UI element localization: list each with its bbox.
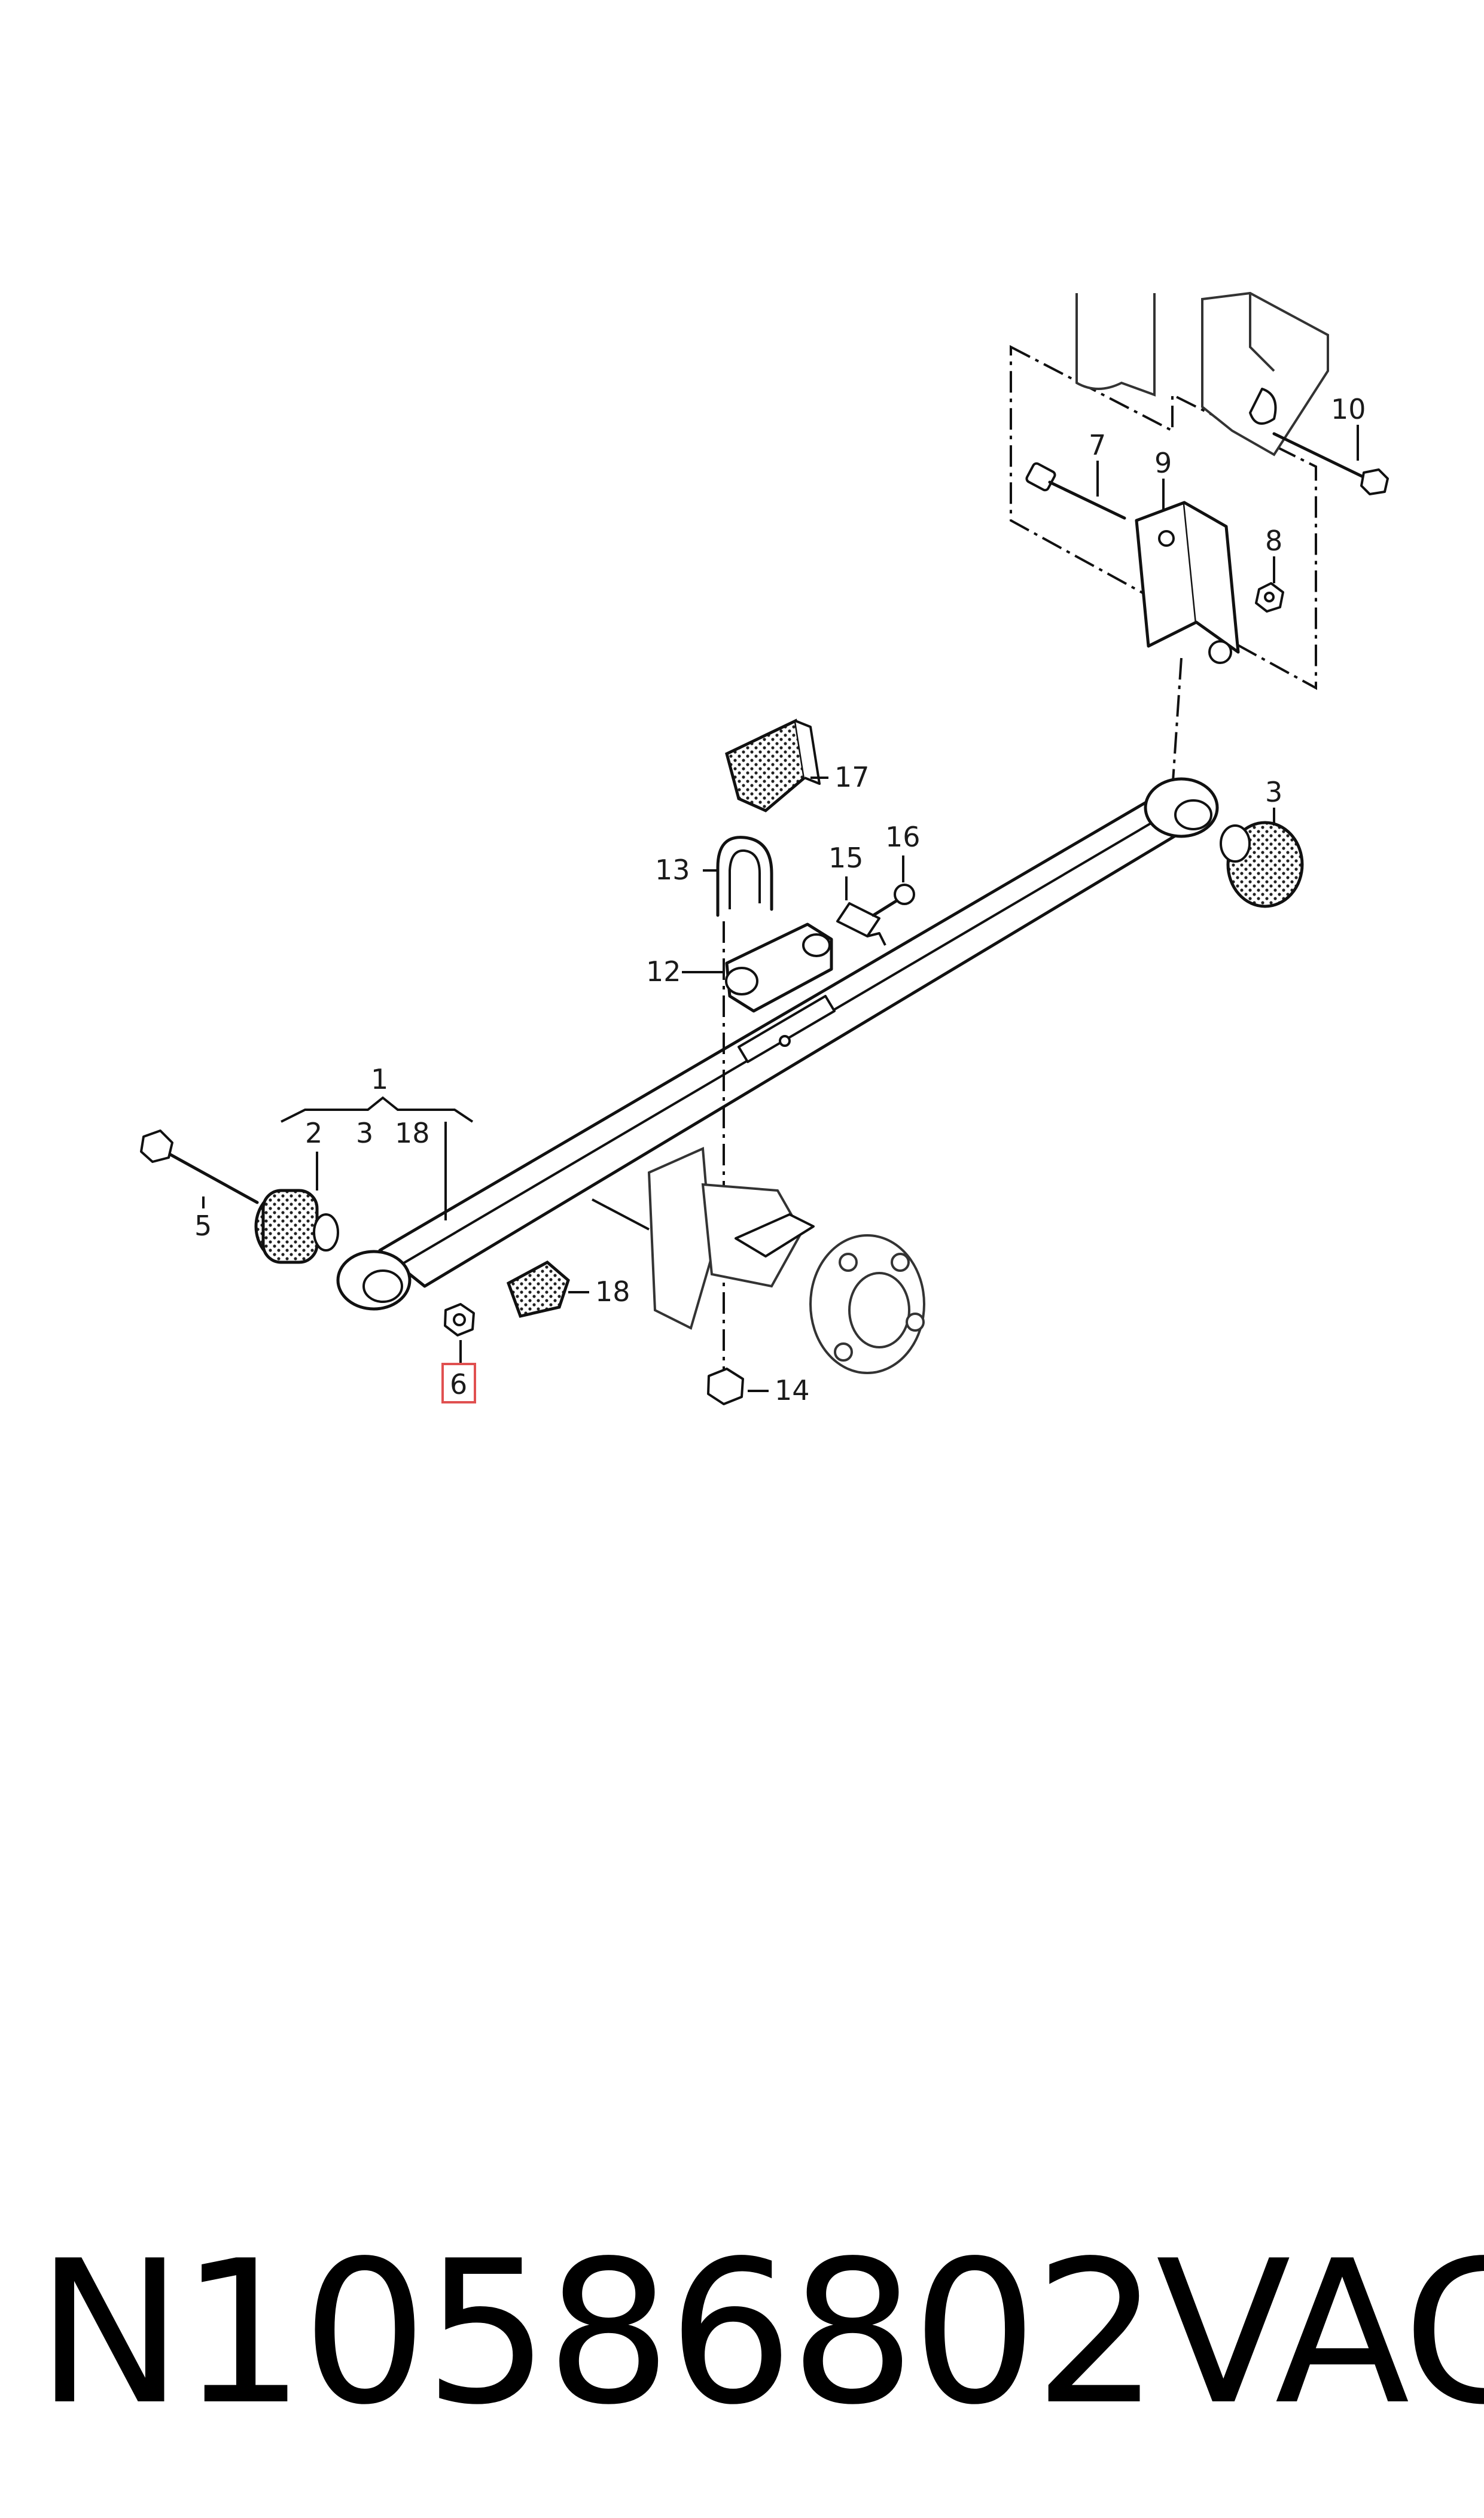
callout-18-rear: 18 [595, 1275, 630, 1308]
callout-6: 6 [450, 1368, 467, 1400]
highlight-box-6 [441, 1363, 476, 1403]
clamp-plate [725, 922, 833, 1013]
callout-5: 5 [194, 1210, 212, 1242]
callout-3-rear: 3 [1265, 776, 1282, 808]
callout-18-front: 18 [395, 1117, 430, 1149]
part-info-footer: N10586802 VAG [0, 2218, 1484, 2448]
shackle-bracket [1135, 501, 1240, 664]
callout-9: 9 [1154, 447, 1172, 479]
bushing-rear [1220, 821, 1304, 908]
callout-10: 10 [1331, 393, 1366, 425]
nut-8 [1255, 582, 1284, 613]
callout-12: 12 [646, 955, 681, 988]
brand-name: VAG [1156, 2218, 1484, 2448]
leader-lines [202, 425, 1359, 1392]
callout-8: 8 [1265, 525, 1282, 557]
callout-16: 16 [885, 821, 921, 853]
callout-2: 2 [305, 1117, 322, 1149]
bushing-front [254, 1189, 339, 1264]
bolt-16 [871, 884, 915, 917]
front-spring-eye [336, 1250, 412, 1311]
callout-13: 13 [655, 854, 690, 886]
callout-3-front: 3 [356, 1117, 373, 1149]
u-bolt [716, 836, 773, 1370]
part-number: N10586802 [36, 2218, 1160, 2448]
callout-7: 7 [1089, 429, 1106, 461]
bolt-10 [1272, 432, 1389, 495]
bump-stop [725, 718, 821, 812]
nut-14 [707, 1368, 744, 1405]
bolt-7 [1025, 462, 1126, 520]
nut-6 [444, 1303, 475, 1336]
axle-hub [592, 1147, 925, 1374]
spring-pad [506, 1260, 570, 1318]
bolt-5 [140, 1129, 259, 1204]
callout-15: 15 [828, 842, 864, 874]
callout-17: 17 [834, 761, 870, 793]
callout-1: 1 [371, 1063, 388, 1095]
rear-spring-eye [1144, 777, 1219, 838]
clip-15 [836, 902, 886, 946]
vehicle-frame-bracket [1010, 291, 1329, 690]
callout-14: 14 [775, 1374, 810, 1406]
